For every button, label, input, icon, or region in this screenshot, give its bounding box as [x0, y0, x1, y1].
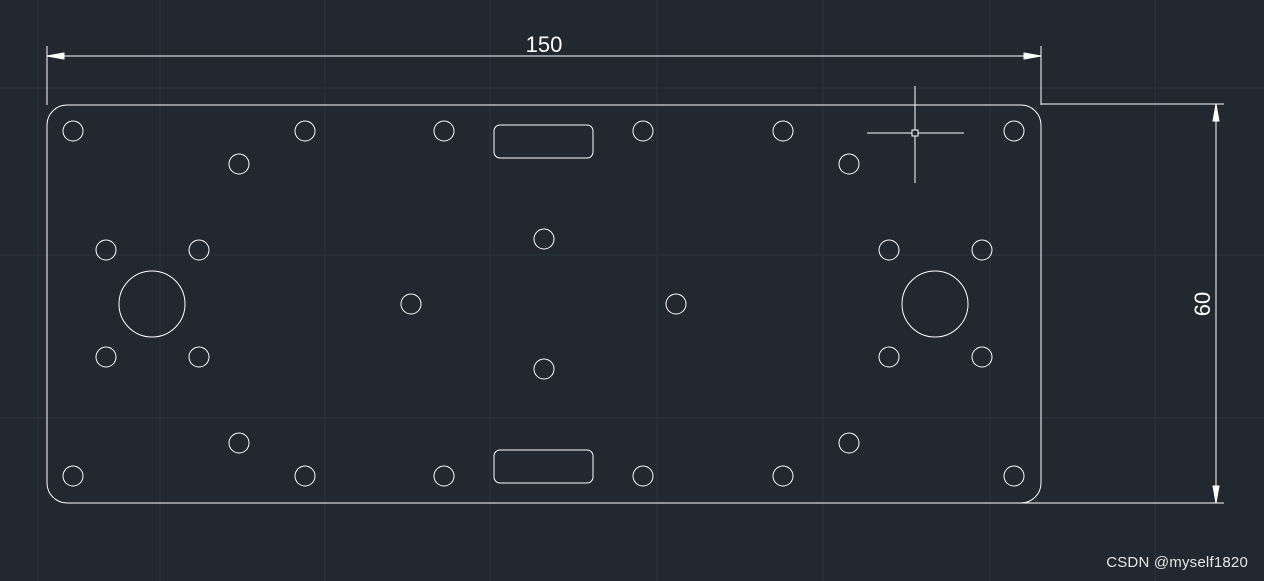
pickbox-icon	[911, 129, 919, 137]
small-hole[interactable]	[878, 239, 900, 261]
small-hole[interactable]	[62, 120, 84, 142]
small-hole[interactable]	[632, 120, 654, 142]
arrowhead-bottom	[1212, 485, 1220, 504]
small-hole[interactable]	[772, 120, 794, 142]
small-hole[interactable]	[838, 432, 860, 454]
small-hole[interactable]	[228, 432, 250, 454]
arrowhead-right	[1023, 52, 1042, 60]
crosshair-cursor	[867, 86, 964, 183]
small-hole[interactable]	[294, 120, 316, 142]
small-hole[interactable]	[294, 465, 316, 487]
mounting-holes	[62, 120, 1025, 487]
small-hole[interactable]	[838, 153, 860, 175]
small-hole[interactable]	[433, 120, 455, 142]
small-hole[interactable]	[971, 239, 993, 261]
arrowhead-left	[46, 52, 65, 60]
dimension-width[interactable]: 150	[46, 32, 1042, 105]
small-hole[interactable]	[1003, 465, 1025, 487]
small-hole[interactable]	[533, 358, 555, 380]
small-hole[interactable]	[632, 465, 654, 487]
dimension-height-label: 60	[1190, 292, 1215, 316]
large-bore-hole[interactable]	[901, 270, 969, 338]
small-hole[interactable]	[971, 346, 993, 368]
slot-top[interactable]	[493, 124, 594, 159]
small-hole[interactable]	[772, 465, 794, 487]
small-hole[interactable]	[433, 465, 455, 487]
watermark-text: CSDN @myself1820	[1106, 554, 1248, 571]
large-bore-hole[interactable]	[118, 270, 186, 338]
small-hole[interactable]	[95, 346, 117, 368]
small-hole[interactable]	[188, 346, 210, 368]
dimension-width-label: 150	[526, 32, 563, 57]
small-hole[interactable]	[188, 239, 210, 261]
small-hole[interactable]	[400, 293, 422, 315]
small-hole[interactable]	[228, 153, 250, 175]
small-hole[interactable]	[533, 228, 555, 250]
arrowhead-top	[1212, 103, 1220, 122]
small-hole[interactable]	[62, 465, 84, 487]
plate-outline[interactable]	[46, 104, 1042, 504]
small-hole[interactable]	[878, 346, 900, 368]
small-hole[interactable]	[95, 239, 117, 261]
plate-part[interactable]	[46, 104, 1042, 504]
small-hole[interactable]	[665, 293, 687, 315]
small-hole[interactable]	[1003, 120, 1025, 142]
dimension-height[interactable]: 60	[1021, 103, 1224, 504]
slot-bottom[interactable]	[493, 449, 594, 484]
